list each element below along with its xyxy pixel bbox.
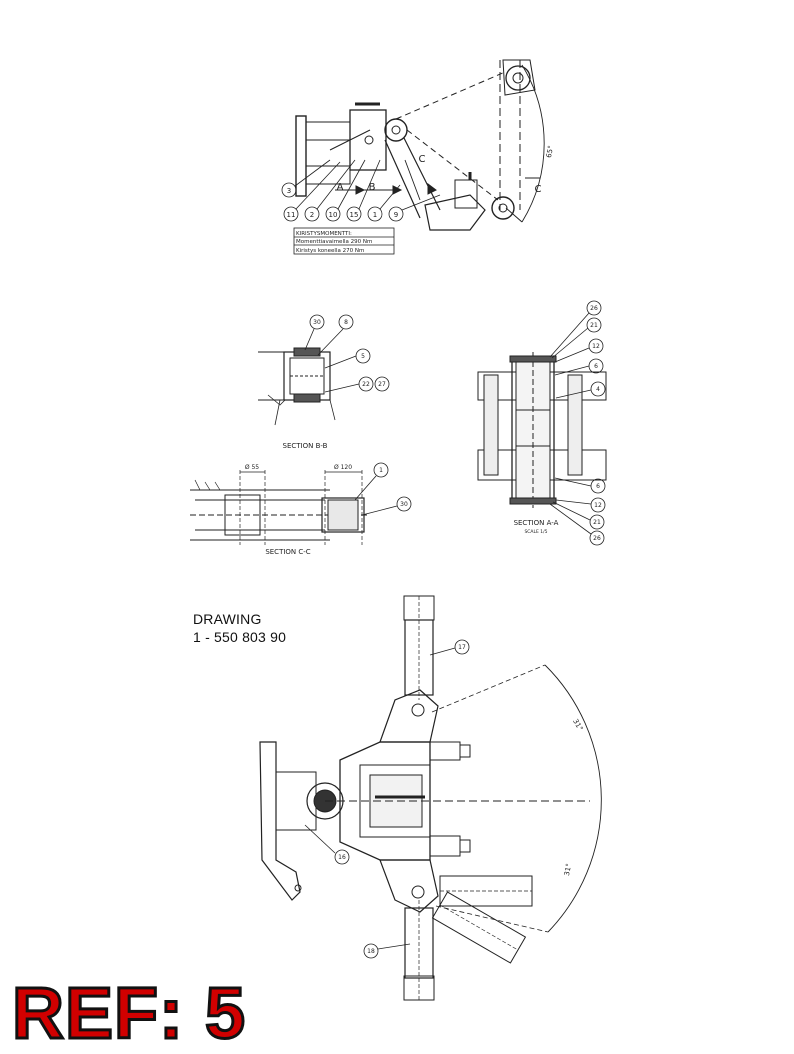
callout-10: 10 xyxy=(329,211,338,219)
arrow-label-b: B xyxy=(369,182,376,193)
callout-12-bottom: 12 xyxy=(594,502,602,509)
section-cc: 1 30 Ø 55 Ø 120 SECTION C-C xyxy=(190,462,412,556)
callout-9: 9 xyxy=(394,211,398,219)
section-bb-caption: SECTION B-B xyxy=(283,442,328,450)
callout-6-top: 6 xyxy=(594,363,598,370)
callout-15: 15 xyxy=(350,211,359,219)
callout-17: 17 xyxy=(458,644,466,651)
section-bb: 30 8 5 22 27 SECTION B-B xyxy=(258,314,390,450)
callout-16: 16 xyxy=(338,854,346,861)
callout-30-cc: 30 xyxy=(400,501,408,508)
callout-30: 30 xyxy=(313,319,321,326)
callout-8: 8 xyxy=(344,319,348,326)
top-view: 3 11 2 10 15 1 9 A B C C 65° KIRISTYSMOM… xyxy=(281,59,555,255)
ref-label: REF: 5 xyxy=(10,974,247,1054)
torque-title: KIRISTYSMOMENTTI: xyxy=(296,231,352,237)
arrow-label-a: A xyxy=(337,182,344,193)
dim-55: Ø 55 xyxy=(245,464,259,471)
angle-31-lower: 31° xyxy=(563,863,573,877)
angle-31-upper: 31° xyxy=(571,718,584,733)
dim-120: Ø 120 xyxy=(334,464,352,471)
callout-18: 18 xyxy=(367,948,375,955)
arrow-label-c1: C xyxy=(419,154,426,165)
callout-1: 1 xyxy=(373,211,377,219)
callout-12-top: 12 xyxy=(592,343,600,350)
callout-26-top: 26 xyxy=(590,305,598,312)
callout-5: 5 xyxy=(361,353,365,360)
torque-row-1: Momenttiavaimella 290 Nm xyxy=(296,239,372,245)
callout-22: 22 xyxy=(362,381,370,388)
section-cc-caption: SECTION C-C xyxy=(265,548,310,556)
torque-row-2: Kiristys koneella 270 Nm xyxy=(296,248,364,254)
callout-21-bottom: 21 xyxy=(593,519,601,526)
callout-21-top: 21 xyxy=(590,322,598,329)
callout-11: 11 xyxy=(287,211,296,219)
section-aa-caption: SECTION A-A xyxy=(514,519,559,527)
drawing-label: DRAWING xyxy=(193,611,262,627)
callout-6-bottom: 6 xyxy=(596,483,600,490)
drawing-number: 1 - 550 803 90 xyxy=(193,629,287,645)
section-aa-scale: SCALE 1/5 xyxy=(524,529,547,535)
callout-2: 2 xyxy=(310,211,314,219)
bottom-view: 17 16 18 31° 31° xyxy=(259,595,602,1001)
callout-26-bottom: 26 xyxy=(593,535,601,542)
callout-27: 27 xyxy=(378,381,386,388)
callout-4: 4 xyxy=(596,386,600,393)
callout-1-cc: 1 xyxy=(379,467,383,474)
section-aa: 26 21 12 6 4 6 12 21 26 SECTION A-A SCAL… xyxy=(477,300,607,546)
arrow-label-c2: C xyxy=(535,184,542,195)
callout-3: 3 xyxy=(287,187,291,195)
angle-65: 65° xyxy=(545,145,555,159)
